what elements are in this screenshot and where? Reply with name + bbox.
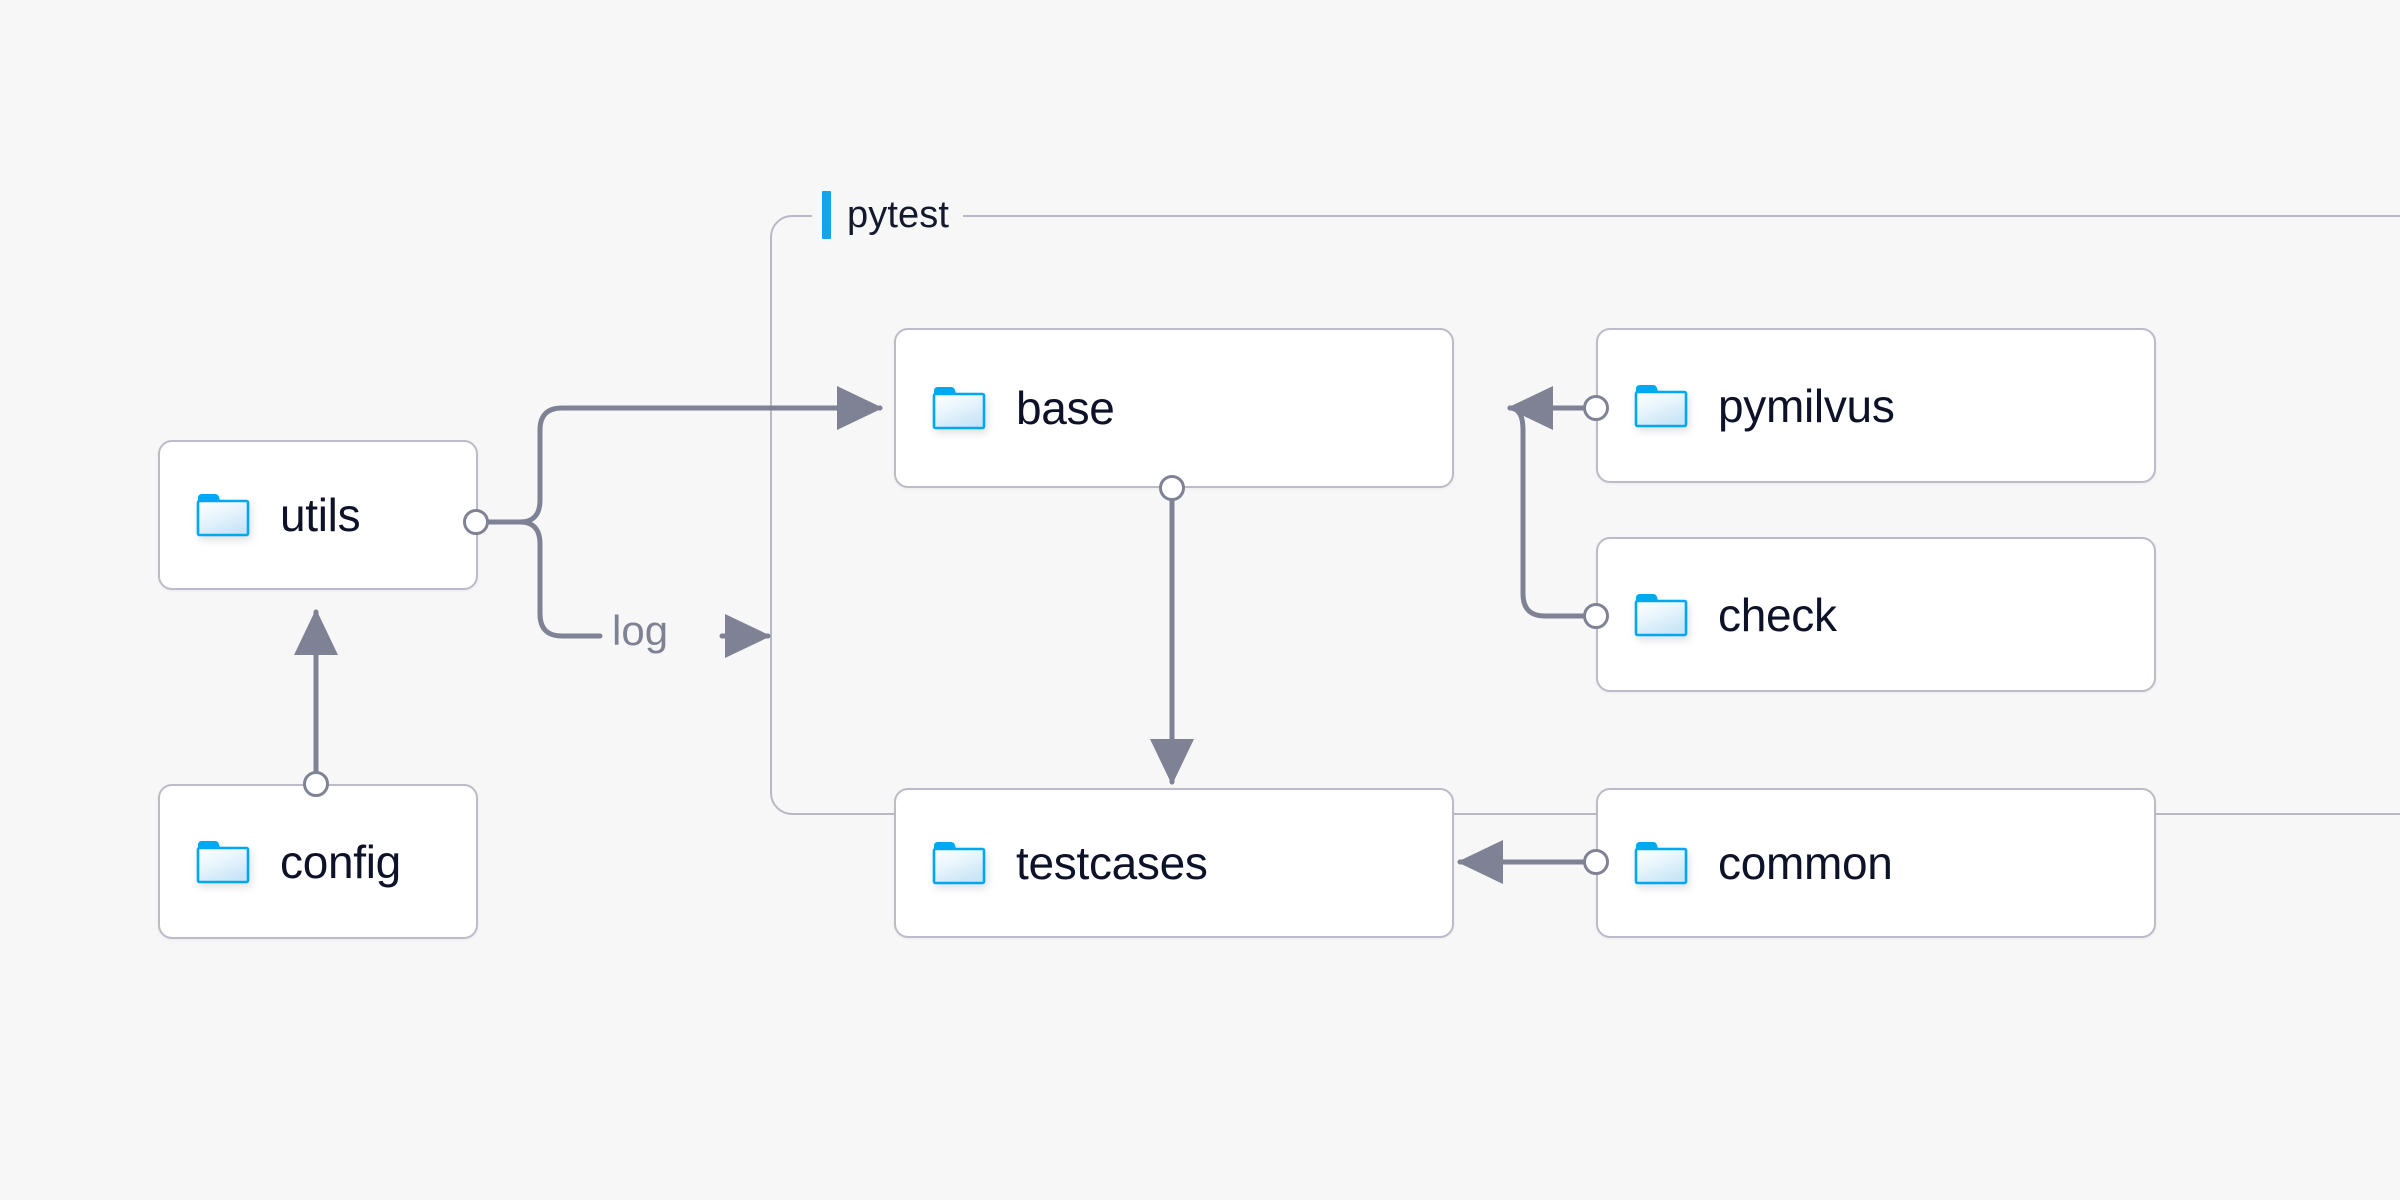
edge-label-log: log bbox=[604, 607, 677, 655]
group-pytest-label: pytest bbox=[812, 191, 963, 239]
node-testcases[interactable]: testcases bbox=[894, 788, 1454, 938]
port-check-left[interactable] bbox=[1583, 603, 1609, 629]
folder-icon bbox=[1634, 383, 1688, 429]
node-config[interactable]: config bbox=[158, 784, 478, 939]
node-config-label: config bbox=[280, 835, 401, 888]
node-utils[interactable]: utils bbox=[158, 440, 478, 590]
port-pymilvus-left[interactable] bbox=[1583, 395, 1609, 421]
port-config-top[interactable] bbox=[303, 771, 329, 797]
node-common-label: common bbox=[1718, 837, 1893, 889]
node-pymilvus[interactable]: pymilvus bbox=[1596, 328, 2156, 483]
port-base-bottom[interactable] bbox=[1159, 475, 1185, 501]
node-check[interactable]: check bbox=[1596, 537, 2156, 692]
node-pymilvus-label: pymilvus bbox=[1718, 379, 1895, 432]
node-common[interactable]: common bbox=[1596, 788, 2156, 938]
folder-icon bbox=[1634, 592, 1688, 638]
node-base-label: base bbox=[1016, 382, 1115, 434]
node-utils-label: utils bbox=[280, 489, 361, 541]
node-check-label: check bbox=[1718, 588, 1837, 641]
edge-utils-base bbox=[517, 386, 883, 525]
node-base[interactable]: base bbox=[894, 328, 1454, 488]
folder-icon bbox=[196, 492, 250, 538]
node-testcases-label: testcases bbox=[1016, 837, 1208, 889]
group-accent-bar bbox=[822, 191, 831, 239]
edge-utils-log bbox=[517, 519, 603, 639]
folder-icon bbox=[1634, 840, 1688, 886]
edge-check-base bbox=[1507, 405, 1586, 619]
group-pytest[interactable] bbox=[770, 215, 2400, 815]
folder-icon bbox=[196, 839, 250, 885]
folder-icon bbox=[932, 385, 986, 431]
port-utils-right[interactable] bbox=[463, 509, 489, 535]
folder-icon bbox=[932, 840, 986, 886]
port-common-left[interactable] bbox=[1583, 849, 1609, 875]
group-title-text: pytest bbox=[847, 193, 949, 236]
